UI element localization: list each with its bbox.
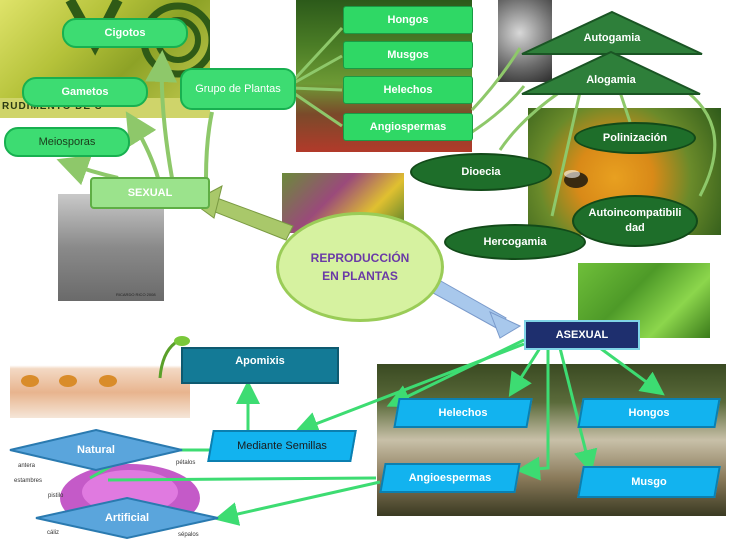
node-artificial: Artificial (34, 496, 220, 540)
label-autogamia: Autogamia (583, 32, 641, 44)
node-mediante-semillas: Mediante Semillas (207, 430, 357, 462)
node-group-angiospermas: Angiospermas (343, 113, 473, 141)
label-artificial: Artificial (104, 512, 149, 524)
node-asexual-helechos: Helechos (393, 398, 533, 428)
node-natural: Natural (8, 428, 184, 472)
photo-seed-germination (10, 333, 190, 418)
label-sepalos: sépalos (178, 532, 199, 538)
node-grupo-plantas: Grupo de Plantas (180, 68, 296, 110)
triangle-alogamia (521, 50, 701, 95)
autoincompatibilidad-line2: dad (625, 222, 645, 234)
node-asexual-angioespermas: Angioespermas (379, 463, 521, 493)
node-cigotos: Cigotos (62, 18, 188, 48)
label-asexual-hongos: Hongos (628, 407, 670, 419)
node-asexual-musgo: Musgo (577, 466, 721, 498)
label-semillas: Mediante Semillas (237, 440, 327, 452)
label-estambres: estambres (14, 478, 43, 484)
label-pistilo: pistilo (48, 493, 64, 499)
center-title-line1: REPRODUCCIÓN (310, 251, 410, 265)
label-asexual-musgo: Musgo (631, 476, 667, 488)
photo-microscope: RICARDO RICO 2008 (58, 194, 164, 301)
node-group-musgos: Musgos (343, 41, 473, 69)
node-dioecia: Dioecia (410, 153, 552, 191)
node-meiosporas: Meiosporas (4, 127, 130, 157)
photo-caption: RICARDO RICO 2008 (116, 292, 156, 297)
label-antera: antera (18, 463, 36, 469)
autoincompatibilidad-line1: Autoincompatibili (588, 206, 682, 219)
node-asexual-hongos: Hongos (577, 398, 721, 428)
node-asexual: ASEXUAL (524, 320, 640, 350)
label-asexual-helechos: Helechos (438, 407, 488, 419)
label-petalos: pétalos (176, 460, 196, 466)
node-polinizacion: Polinización (574, 122, 696, 154)
node-gametos: Gametos (22, 77, 148, 107)
label-natural: Natural (77, 444, 115, 456)
node-sexual: SEXUAL (90, 177, 210, 209)
label-alogamia: Alogamia (586, 74, 636, 86)
center-title-line2: EN PLANTAS (322, 269, 398, 283)
node-center-title: REPRODUCCIÓN EN PLANTAS (276, 212, 444, 322)
node-hercogamia: Hercogamia (444, 224, 586, 260)
node-autoincompatibilidad: Autoincompatibili dad (572, 195, 698, 247)
node-group-hongos: Hongos (343, 6, 473, 34)
node-apomixis: Apomixis (181, 347, 339, 384)
label-asexual-angioespermas: Angioespermas (408, 472, 492, 484)
label-caliz: cáliz (47, 530, 60, 536)
node-group-helechos: Helechos (343, 76, 473, 104)
